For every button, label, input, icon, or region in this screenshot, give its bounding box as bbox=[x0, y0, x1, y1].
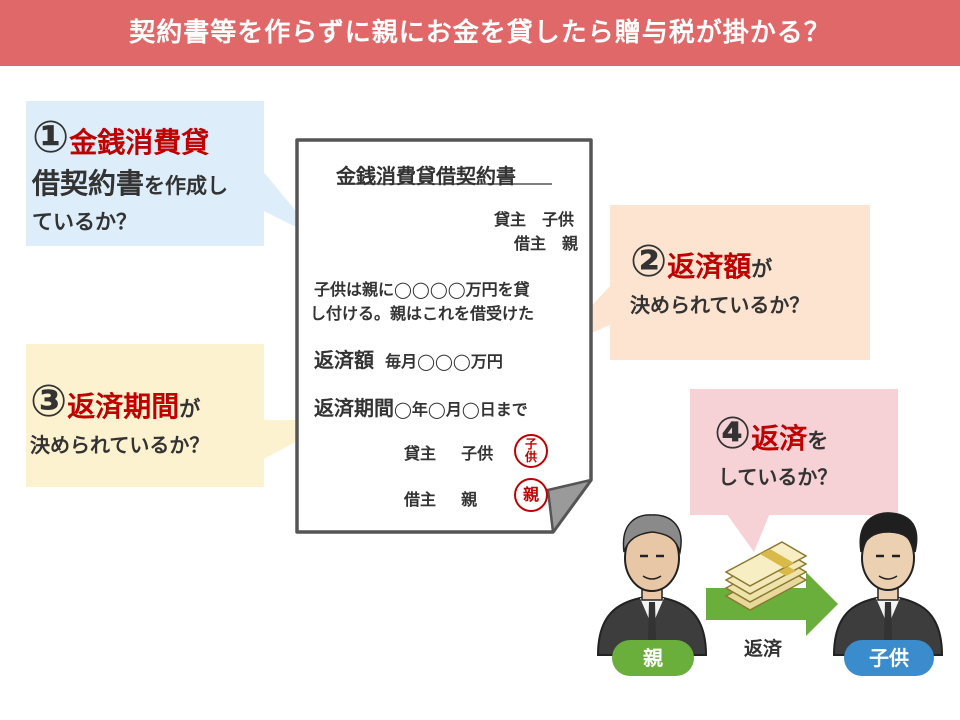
document-folded-corner bbox=[546, 478, 593, 534]
parent-label: 親 bbox=[612, 640, 694, 676]
callout-4-line2: しているか？ bbox=[718, 465, 838, 489]
callout-3-rest: が bbox=[179, 397, 201, 421]
callout-3-bg bbox=[26, 344, 264, 487]
seal-parent-char: 親 bbox=[522, 485, 539, 504]
callout-3-number: ③ bbox=[30, 376, 68, 427]
callout-1-highlight: 金銭消費貸 bbox=[69, 126, 210, 159]
callout-4-tail bbox=[726, 513, 770, 552]
document-sign-lender-name: 子供 bbox=[461, 444, 494, 463]
document-period-label: 返済期間 bbox=[314, 396, 394, 420]
callout-2-rest: が bbox=[751, 257, 773, 281]
document-repay-row: 返済額 毎月◯◯◯万円 bbox=[314, 344, 503, 373]
seal-parent: 親 bbox=[514, 478, 548, 512]
seal-child-char2: 供 bbox=[524, 450, 537, 464]
seal-child-char1: 子 bbox=[524, 437, 537, 451]
document-borrower-line: 借主 親 bbox=[514, 234, 579, 253]
callout-1-highlight-cont: 借契約書 bbox=[32, 167, 145, 200]
callout-3: ③返済期間が 決められているか？ bbox=[30, 376, 209, 458]
seal-child: 子 供 bbox=[514, 434, 548, 468]
document-sign-borrower: 借主 親 bbox=[404, 486, 477, 510]
document-body-line1: 子供は親に◯◯◯◯万円を貸 bbox=[314, 280, 530, 299]
child-person-icon bbox=[832, 512, 944, 656]
callout-2-number: ② bbox=[630, 236, 668, 287]
document-body-line2: し付ける。親はこれを借受けた bbox=[310, 304, 535, 323]
callout-1-rest: を作成し bbox=[144, 174, 229, 198]
callout-4: ④返済を しているか？ bbox=[714, 408, 837, 490]
callout-4-highlight: 返済 bbox=[751, 422, 808, 455]
callout-2: ②返済額が 決められているか？ bbox=[630, 236, 809, 318]
callout-2-line2: 決められているか？ bbox=[630, 293, 810, 317]
callout-3-highlight: 返済期間 bbox=[67, 390, 180, 423]
document-sign-lender-role: 貸主 bbox=[404, 444, 437, 463]
document-repay-label: 返済額 bbox=[314, 348, 374, 372]
callout-4-number: ④ bbox=[714, 408, 752, 459]
money-bundle-icon bbox=[724, 541, 808, 611]
document-period-value: ◯年◯月◯日まで bbox=[394, 400, 528, 419]
callout-1-number: ① bbox=[32, 112, 70, 163]
parent-person-icon bbox=[596, 514, 708, 656]
callout-4-rest: を bbox=[807, 429, 829, 453]
document-sign-borrower-name: 親 bbox=[461, 490, 478, 509]
callout-1-bg bbox=[26, 101, 264, 246]
callout-2-bg bbox=[610, 205, 870, 360]
callout-1: ①金銭消費貸 借契約書を作成し ているか？ bbox=[32, 112, 228, 236]
callout-1-line3: ているか？ bbox=[32, 210, 137, 234]
document-title: 金銭消費貸借契約書 bbox=[336, 164, 516, 188]
callout-2-highlight: 返済額 bbox=[667, 250, 752, 283]
callout-4-bg bbox=[690, 389, 898, 515]
document-sign-borrower-role: 借主 bbox=[404, 490, 437, 509]
document-repay-value: 毎月◯◯◯万円 bbox=[385, 352, 503, 371]
document-sign-lender: 貸主 子供 bbox=[404, 440, 493, 464]
document-period-row: 返済期間◯年◯月◯日まで bbox=[314, 392, 528, 421]
document-lender-line: 貸主 子供 bbox=[494, 210, 575, 229]
callout-3-line2: 決められているか？ bbox=[30, 433, 210, 457]
repayment-label: 返済 bbox=[744, 638, 783, 660]
page-title-banner: 契約書等を作らずに親にお金を貸したら贈与税が掛かる？ bbox=[0, 0, 960, 66]
child-label: 子供 bbox=[844, 640, 934, 676]
